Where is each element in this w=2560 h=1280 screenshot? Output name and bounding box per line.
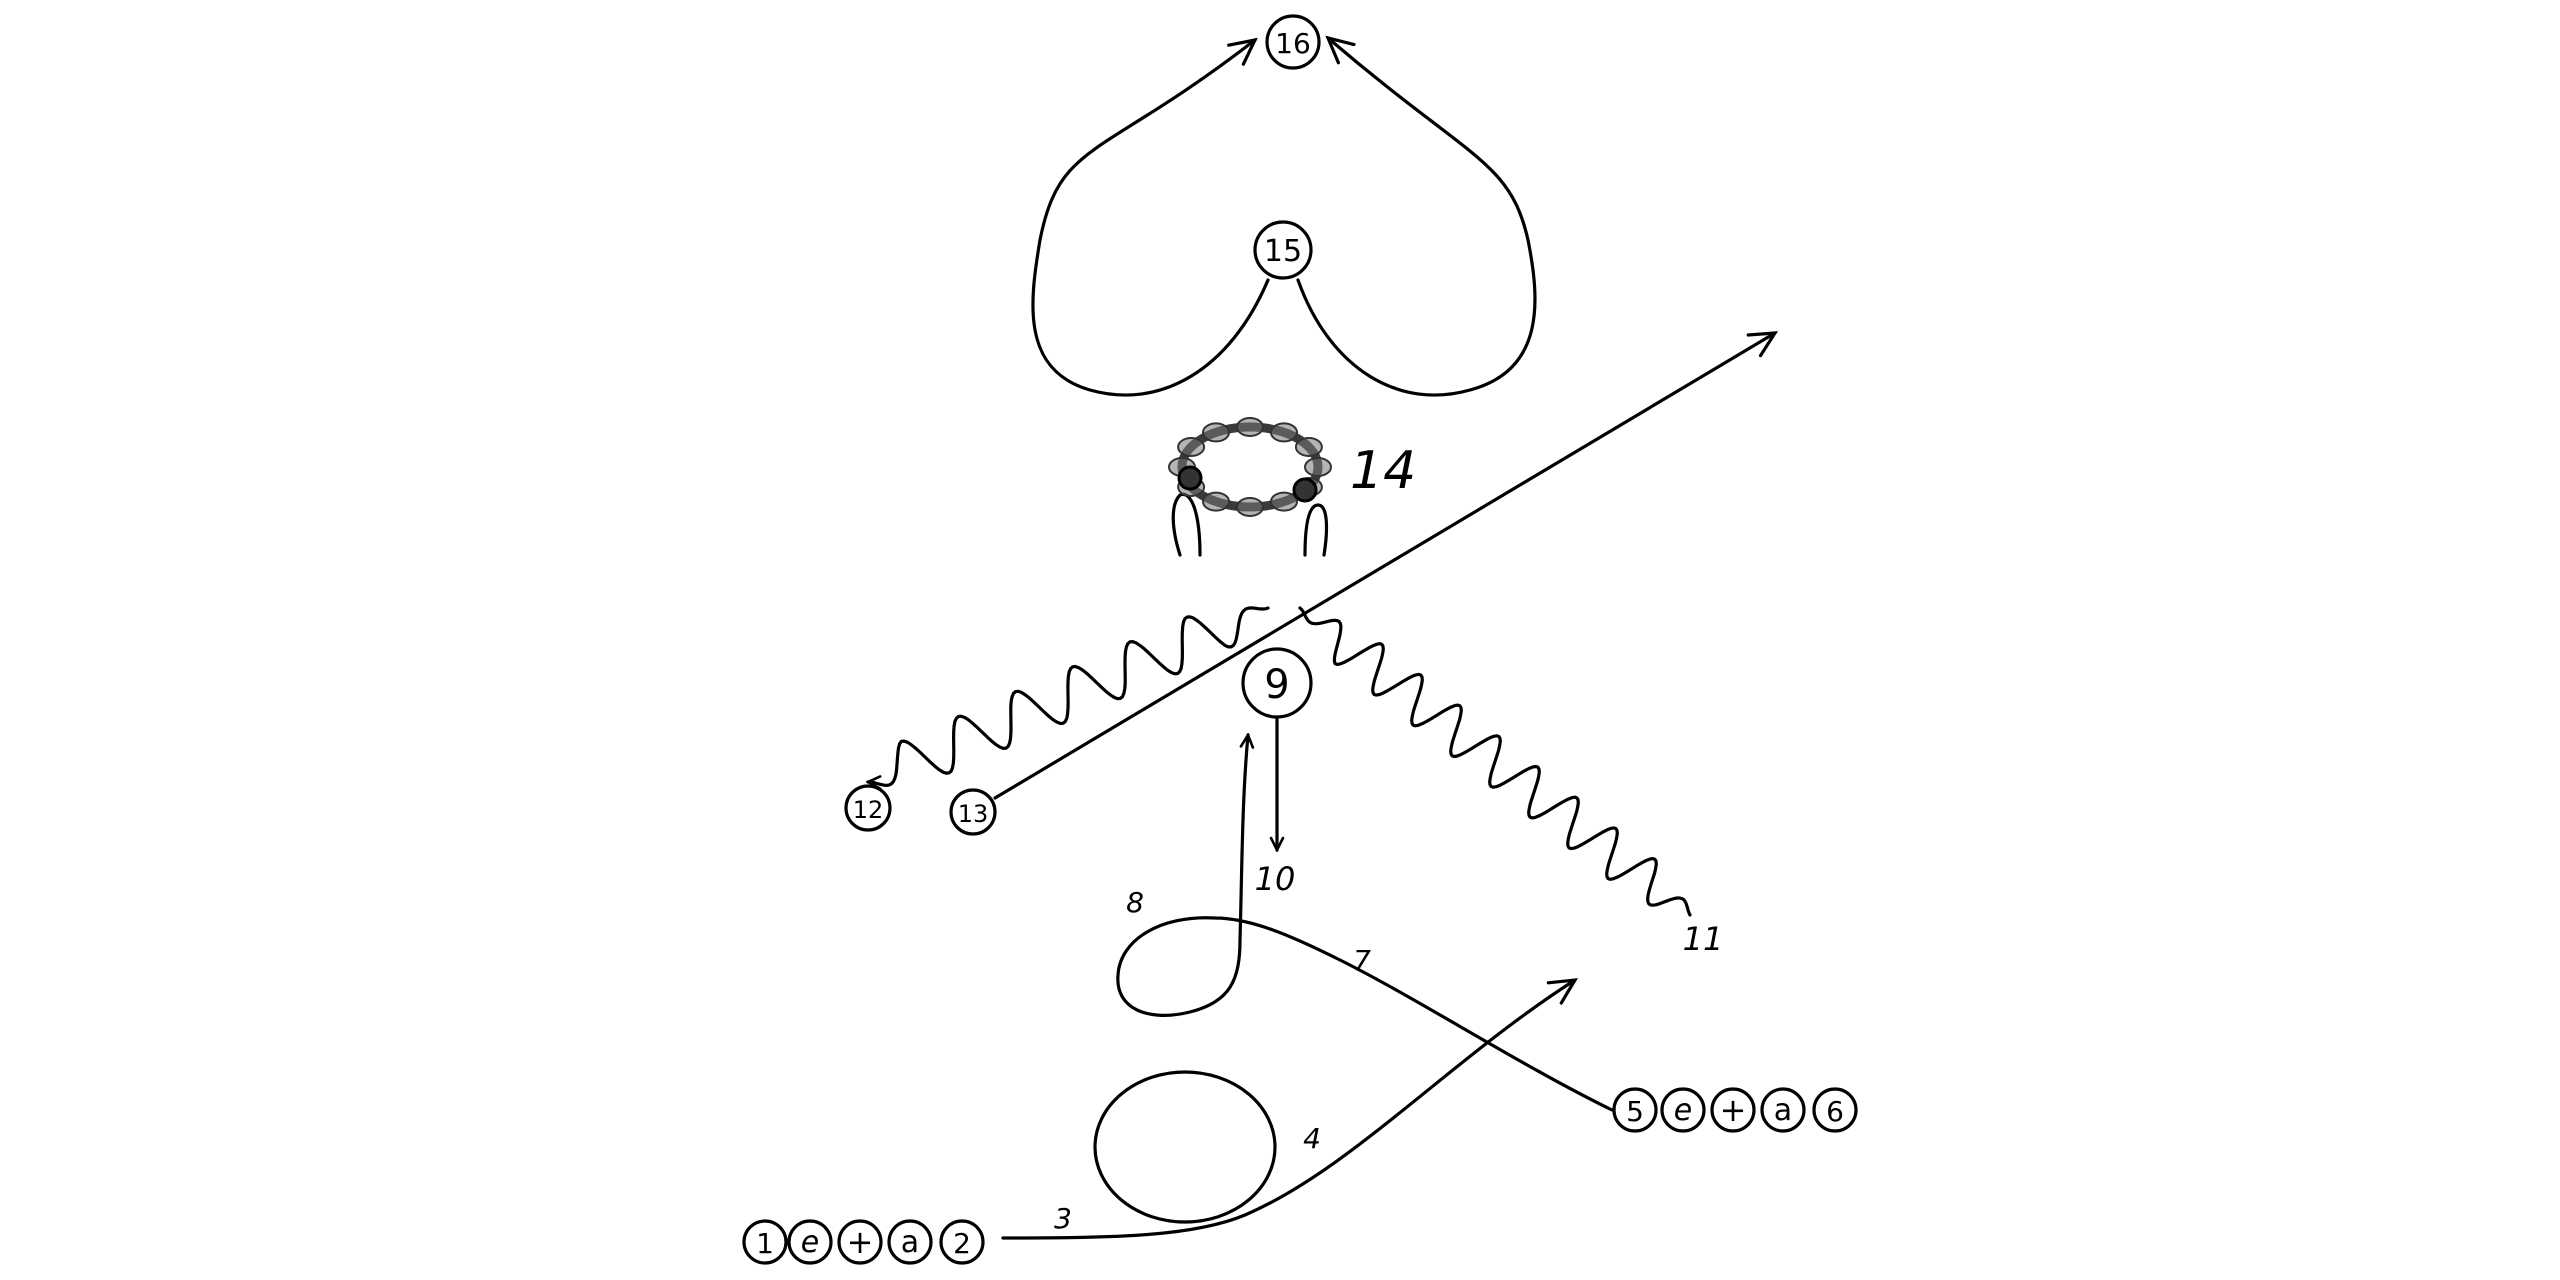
ring-bead bbox=[1270, 491, 1298, 512]
arrow-step-13 bbox=[993, 331, 1779, 800]
count-row-1-to-2: 1 e + a 2 bbox=[742, 1219, 985, 1265]
grip-right bbox=[1292, 477, 1318, 503]
count-plus: + bbox=[847, 1223, 874, 1261]
path-step-7-8: 7 8 bbox=[1116, 735, 1614, 1112]
label-11: 11 bbox=[1683, 920, 1724, 958]
count-5: 5 bbox=[1626, 1095, 1644, 1128]
hand-right bbox=[1303, 503, 1329, 557]
count-2: 2 bbox=[953, 1227, 971, 1260]
wave-to-11 bbox=[1298, 606, 1692, 917]
count-e-2: e bbox=[1674, 1093, 1692, 1128]
count-6: 6 bbox=[1826, 1095, 1844, 1128]
ring-bead bbox=[1177, 437, 1206, 457]
path-step-3-4: 3 4 bbox=[1001, 978, 1579, 1240]
ring-figure-14: 14 bbox=[1168, 417, 1416, 557]
heart-path-15-16: 15 16 bbox=[1031, 14, 1537, 397]
wavy-paths: 12 11 bbox=[844, 606, 1724, 958]
count-a-2: a bbox=[1774, 1093, 1792, 1128]
wave-to-12 bbox=[868, 606, 1270, 786]
arrow-step-4 bbox=[1001, 978, 1579, 1240]
ring-bead bbox=[1202, 491, 1230, 512]
label-4: 4 bbox=[1303, 1122, 1321, 1155]
heart-left-lobe bbox=[1031, 37, 1270, 397]
ring-bead bbox=[1270, 422, 1298, 443]
count-e: e bbox=[801, 1225, 819, 1260]
ring-bead bbox=[1294, 437, 1323, 457]
count-plus-2: + bbox=[1720, 1091, 1747, 1129]
heart-right-lobe bbox=[1296, 35, 1537, 397]
count-row-5-to-6: 5 e + a 6 bbox=[1612, 1087, 1858, 1133]
ring-bead bbox=[1202, 422, 1230, 443]
oval-shape bbox=[1093, 1070, 1277, 1224]
hand-left bbox=[1171, 492, 1202, 557]
curve-step-7 bbox=[1116, 735, 1614, 1112]
count-1: 1 bbox=[756, 1227, 774, 1260]
ring-bead bbox=[1236, 497, 1264, 517]
label-10: 10 bbox=[1255, 860, 1296, 898]
label-12: 12 bbox=[853, 796, 884, 824]
count-a: a bbox=[901, 1225, 919, 1260]
step-9-to-10: 9 10 bbox=[1241, 647, 1313, 898]
label-13: 13 bbox=[958, 800, 989, 828]
grip-left bbox=[1177, 465, 1203, 491]
ring-bead bbox=[1236, 417, 1264, 437]
ring-bead bbox=[1304, 457, 1332, 477]
label-8: 8 bbox=[1126, 886, 1144, 919]
label-9: 9 bbox=[1264, 662, 1289, 708]
step-13-arrow: 13 bbox=[949, 331, 1779, 836]
label-7: 7 bbox=[1353, 944, 1371, 977]
label-14: 14 bbox=[1350, 441, 1416, 501]
label-15: 15 bbox=[1264, 234, 1302, 269]
label-16: 16 bbox=[1275, 27, 1311, 60]
label-3: 3 bbox=[1054, 1202, 1072, 1235]
